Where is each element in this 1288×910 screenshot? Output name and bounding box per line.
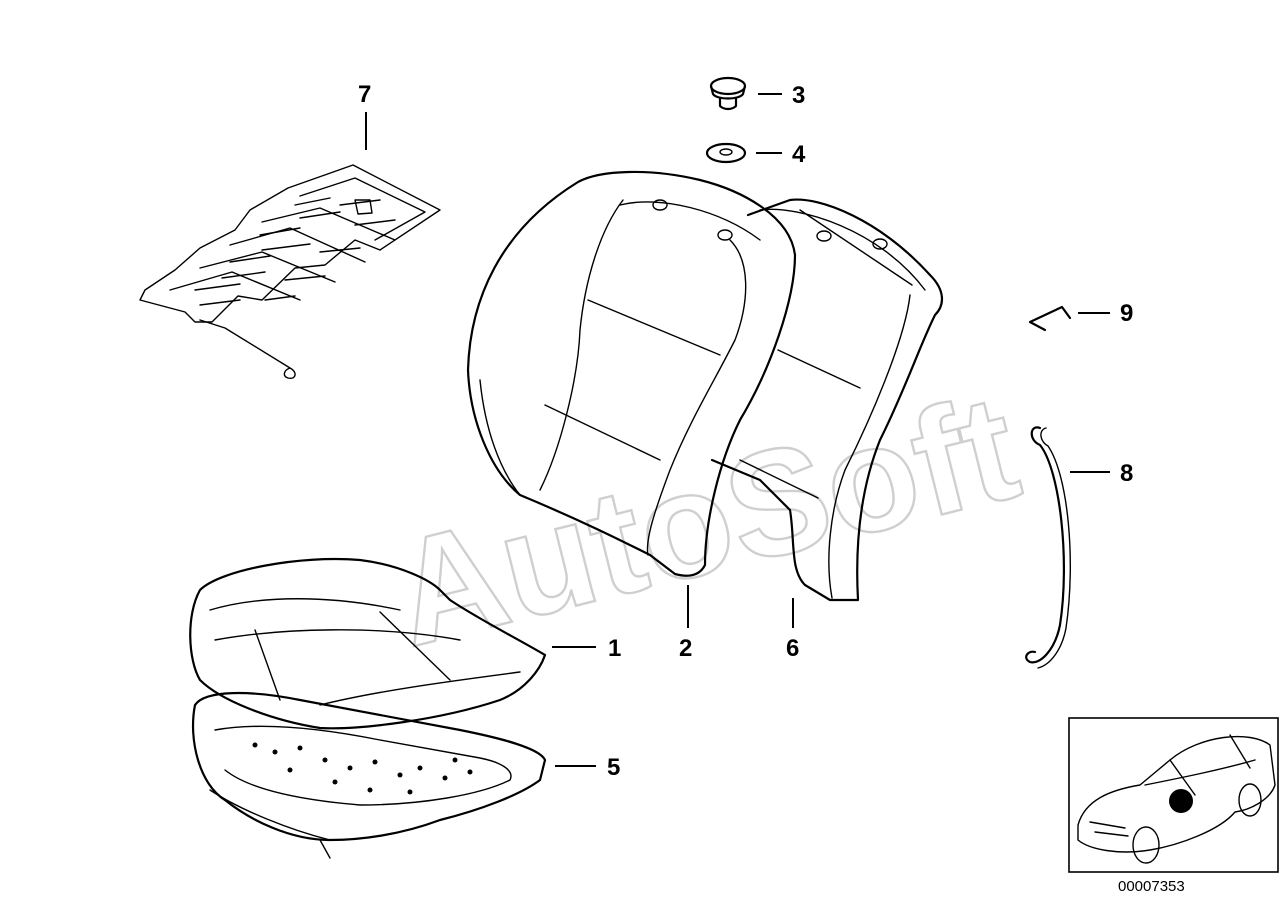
washer-part[interactable] bbox=[705, 142, 782, 164]
callout-2: 2 bbox=[679, 635, 692, 662]
seat-cushion-foam-part[interactable] bbox=[191, 691, 596, 859]
callout-6: 6 bbox=[786, 635, 799, 662]
wire-clip-long-part[interactable] bbox=[1025, 426, 1110, 669]
callout-8: 8 bbox=[1120, 460, 1133, 487]
callout-1: 1 bbox=[608, 635, 621, 662]
car-locator-inset: 00007353 bbox=[1068, 717, 1279, 895]
backrest-cover-front-part[interactable] bbox=[466, 170, 797, 628]
callout-4: 4 bbox=[792, 141, 806, 168]
foam-holes bbox=[252, 742, 473, 795]
watermark-text: AutoSoft bbox=[378, 362, 1033, 678]
wire-clip-short-part[interactable] bbox=[1028, 305, 1110, 332]
seat-heating-mat-part[interactable] bbox=[139, 112, 441, 380]
backrest-pad-rear-part[interactable] bbox=[710, 198, 943, 628]
callout-3: 3 bbox=[792, 82, 805, 109]
callout-9: 9 bbox=[1120, 300, 1133, 327]
car-locator-icon bbox=[1077, 734, 1276, 864]
reference-number: 00007353 bbox=[1118, 878, 1185, 895]
clip-fastener-part[interactable] bbox=[709, 76, 782, 111]
locator-marker bbox=[1169, 789, 1193, 813]
callout-5: 5 bbox=[607, 754, 620, 781]
callout-7: 7 bbox=[358, 81, 371, 108]
